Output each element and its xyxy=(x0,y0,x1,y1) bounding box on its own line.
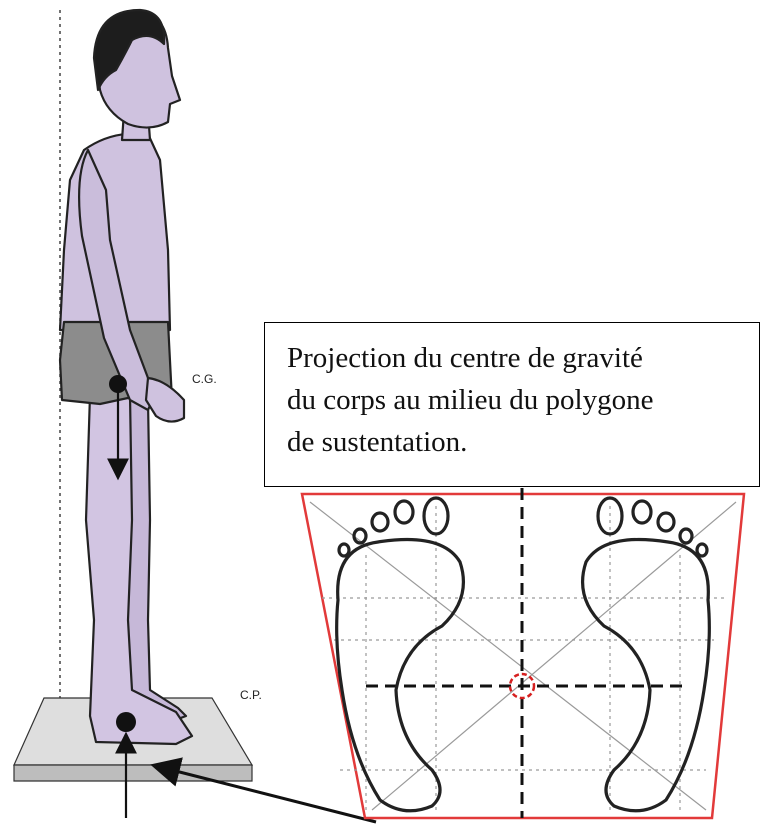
caption-box: Projection du centre de gravité du corps… xyxy=(264,322,760,487)
caption-line-3: de sustentation. xyxy=(287,421,759,463)
center-of-gravity-dot xyxy=(109,375,127,393)
cp-label: C.P. xyxy=(240,688,262,702)
connector-arrow xyxy=(156,766,376,822)
caption-line-1: Projection du centre de gravité xyxy=(287,337,759,379)
center-of-pressure-dot xyxy=(116,712,136,732)
caption-line-2: du corps au milieu du polygone xyxy=(287,379,759,421)
human-figure xyxy=(60,10,192,744)
base-of-support-diagram xyxy=(302,488,744,818)
cg-label: C.G. xyxy=(192,372,217,386)
